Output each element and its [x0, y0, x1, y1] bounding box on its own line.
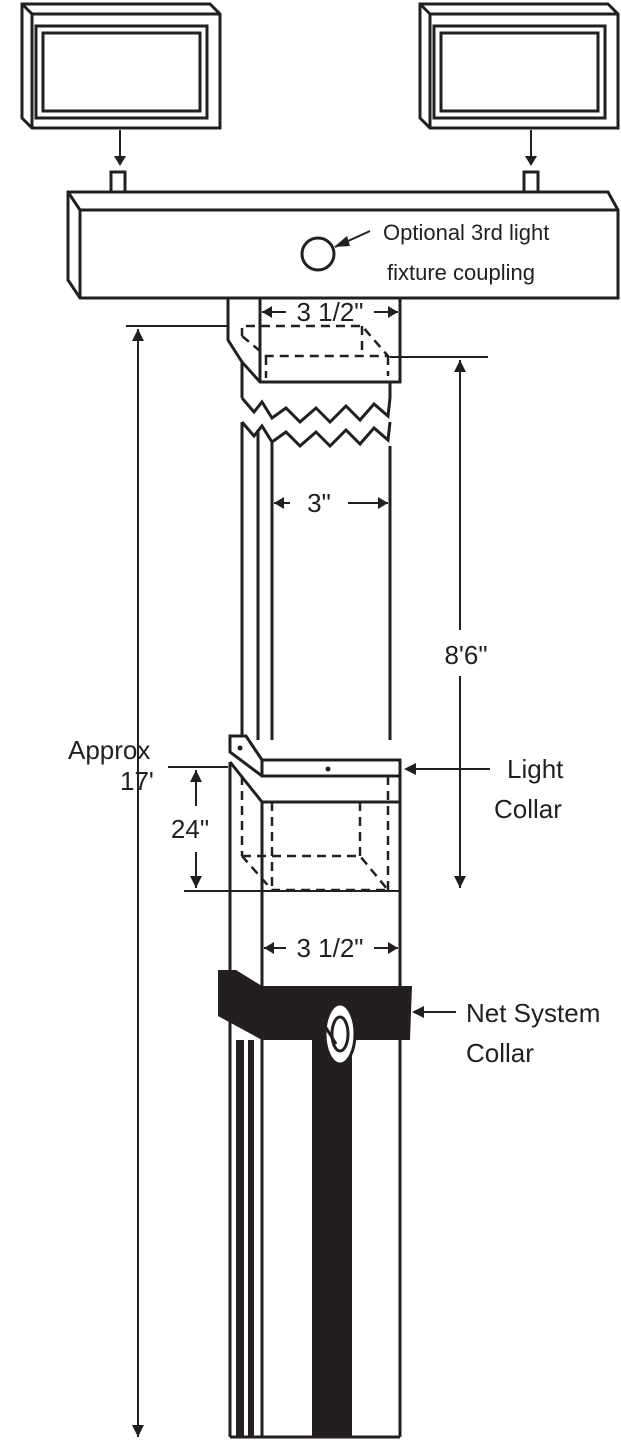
upper-socket — [226, 296, 402, 384]
crossbar — [66, 170, 620, 300]
overlap-dimension — [168, 766, 400, 892]
total-height-dimension — [126, 325, 228, 1437]
total-height-label-line1: Approx — [68, 735, 150, 765]
inserted-pole-hidden — [240, 776, 391, 892]
inner-width-dimension — [274, 497, 388, 509]
light-collar-label-line2: Collar — [494, 794, 562, 824]
coupling-label-line2: fixture coupling — [387, 260, 535, 285]
net-collar-label-line2: Collar — [466, 1038, 534, 1068]
upper-height-label: 8'6" — [444, 640, 487, 670]
upper-height-dimension — [390, 356, 488, 888]
overlap-height-label: 24" — [171, 814, 209, 844]
total-height-label-line2: 17' — [120, 766, 154, 796]
inner-width-label: 3" — [307, 488, 331, 518]
net-collar-label-line1: Net System — [466, 998, 600, 1028]
right-fixture-arrow — [525, 130, 537, 166]
right-light-fixture — [418, 2, 620, 130]
left-fixture-arrow — [114, 130, 126, 166]
upper-pole — [240, 422, 392, 740]
light-collar — [228, 734, 402, 778]
net-collar-arrow — [412, 1006, 456, 1018]
top-width-dimension — [262, 306, 398, 318]
third-light-coupling-icon — [300, 236, 336, 272]
left-light-fixture — [20, 2, 222, 130]
light-collar-label-line1: Light — [507, 754, 564, 784]
net-system-collar — [218, 970, 412, 1437]
pole-break — [240, 362, 392, 449]
lower-sleeve — [228, 761, 402, 1439]
bottom-width-dimension — [264, 942, 398, 954]
light-collar-arrow — [404, 763, 490, 775]
top-width-label: 3 1/2" — [296, 297, 363, 327]
bottom-width-label: 3 1/2" — [296, 933, 363, 963]
coupling-label-line1: Optional 3rd light — [383, 220, 549, 245]
